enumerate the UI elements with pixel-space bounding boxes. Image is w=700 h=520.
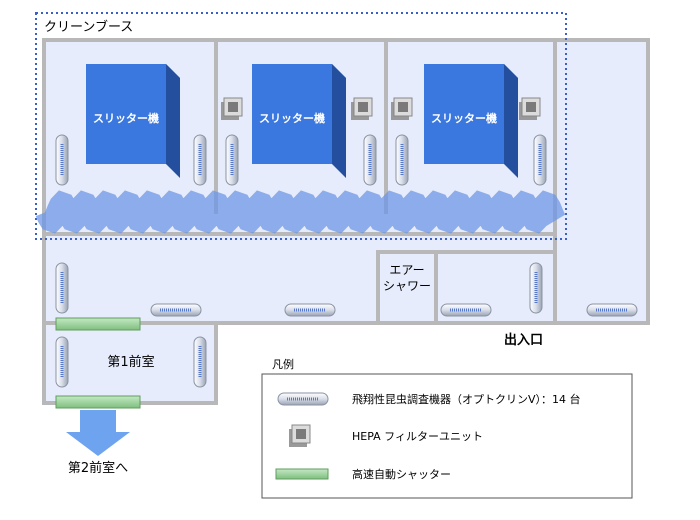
- insect-trap: [55, 262, 69, 314]
- legend-title: 凡例: [272, 357, 294, 371]
- legend-item-hepa: HEPA フィルターユニット: [352, 430, 483, 443]
- insect-trap: [193, 134, 207, 186]
- hepa-filter-icon: [289, 424, 311, 447]
- hepa-filter-unit: [391, 97, 413, 120]
- insect-trap-icon: [277, 392, 329, 406]
- air-shower-label-line1: エアー: [389, 263, 424, 277]
- hepa-filter-unit: [221, 97, 243, 120]
- slitter-machine: スリッター機: [252, 64, 346, 178]
- slitter-machine-label: スリッター機: [93, 111, 159, 125]
- clean-booth-border: [35, 12, 567, 240]
- insect-trap: [284, 303, 336, 317]
- legend-item-trap: 飛翔性昆虫調査機器（オプトクリンV）：14 台: [352, 392, 581, 406]
- airflow-wave: [35, 190, 566, 234]
- slitter-machine: スリッター機: [424, 64, 518, 178]
- insect-trap: [55, 336, 69, 388]
- hepa-filter-unit: [519, 97, 541, 120]
- insect-trap: [363, 134, 377, 186]
- insect-trap: [55, 134, 69, 186]
- hepa-filter-unit: [351, 97, 373, 120]
- shutter-top: [55, 317, 141, 331]
- slitter-machine-label: スリッター機: [431, 111, 497, 125]
- legend-item-shutter: 高速自動シャッター: [352, 467, 451, 481]
- insect-trap: [150, 303, 202, 317]
- down-arrow-icon: [66, 410, 130, 456]
- air-shower-label-line2: シャワー: [383, 279, 431, 293]
- insect-trap: [225, 134, 239, 186]
- insect-trap: [193, 336, 207, 388]
- shutter-bottom: [55, 395, 141, 409]
- exit-label: 出入口: [504, 332, 543, 348]
- insect-trap: [395, 134, 409, 186]
- anteroom-label: 第1前室: [107, 354, 154, 370]
- slitter-machine: スリッター機: [86, 64, 180, 178]
- insect-trap: [586, 303, 638, 317]
- second-anteroom-label: 第2前室へ: [68, 460, 128, 476]
- clean-booth-label: クリーンブース: [44, 19, 133, 35]
- slitter-machine-label: スリッター機: [259, 111, 325, 125]
- insect-trap: [440, 303, 492, 317]
- insect-trap: [529, 262, 543, 314]
- shutter-icon: [275, 468, 329, 480]
- insect-trap: [533, 134, 547, 186]
